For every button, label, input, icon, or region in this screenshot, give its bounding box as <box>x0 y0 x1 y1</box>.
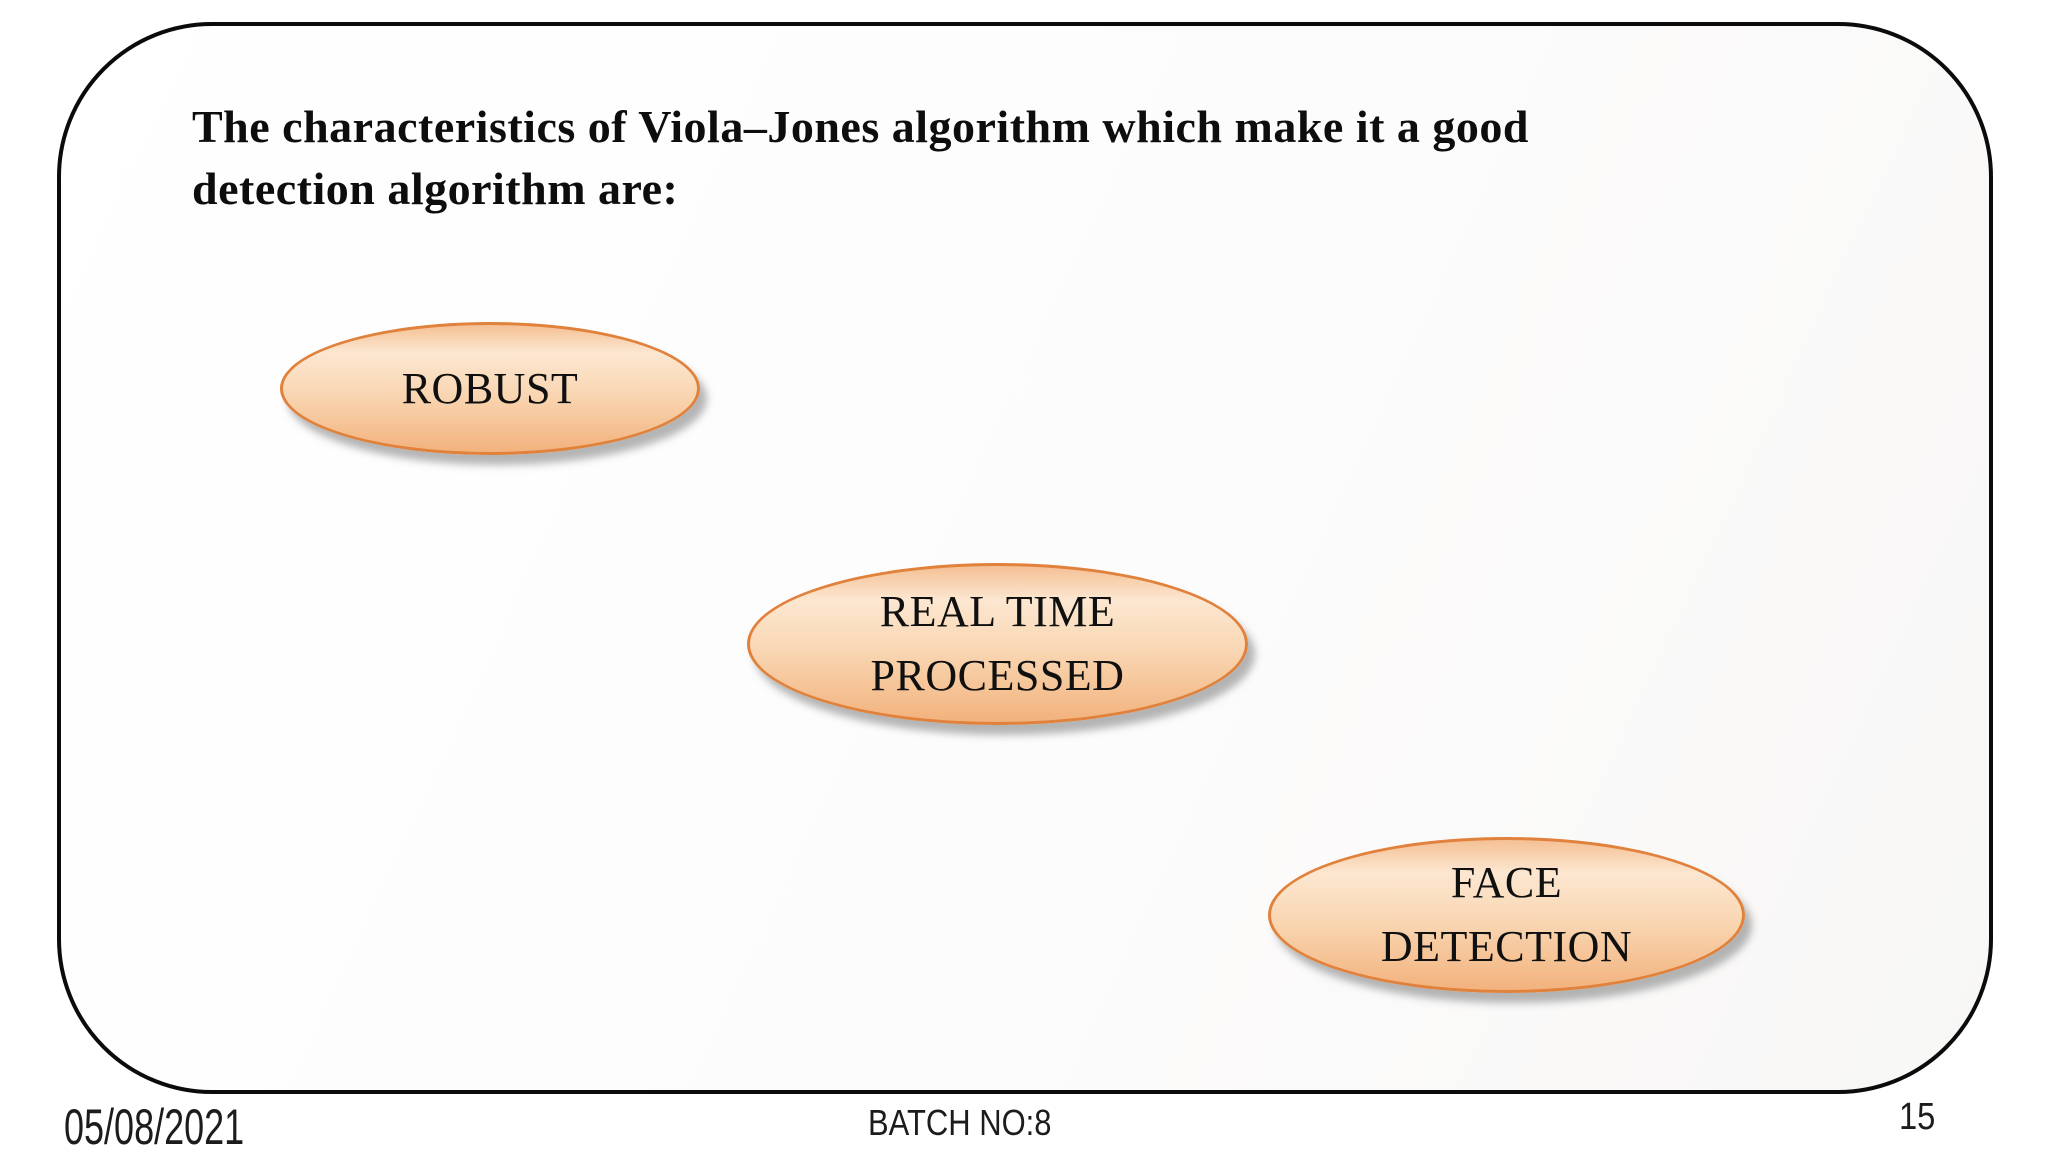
bubble-label-line: ROBUST <box>401 363 579 413</box>
bubble-label-line: PROCESSED <box>870 651 1125 700</box>
footer-date: 05/08/2021 <box>64 1099 245 1152</box>
bubble-real-time-processed: REAL TIME PROCESSED <box>747 563 1248 725</box>
bubble-face-detection-label: FACE DETECTION <box>1381 851 1632 979</box>
bubble-face-detection: FACE DETECTION <box>1268 837 1745 993</box>
footer-batch-label: BATCH NO:8 <box>868 1102 1052 1143</box>
slide-title-line-2: detection algorithm are: <box>192 163 679 214</box>
page-number: 15 <box>1899 1096 1936 1138</box>
bubble-label-line: REAL TIME <box>879 587 1116 636</box>
bubble-label-line: DETECTION <box>1380 922 1633 971</box>
slide-title-line-1: The characteristics of Viola–Jones algor… <box>192 101 1530 152</box>
bubble-robust-label: ROBUST <box>402 357 579 421</box>
bubble-label-line: FACE <box>1450 858 1563 907</box>
bubble-real-time-processed-label: REAL TIME PROCESSED <box>871 580 1125 708</box>
slide-title: The characteristics of Viola–Jones algor… <box>192 96 1752 220</box>
bubble-robust: ROBUST <box>280 322 700 455</box>
